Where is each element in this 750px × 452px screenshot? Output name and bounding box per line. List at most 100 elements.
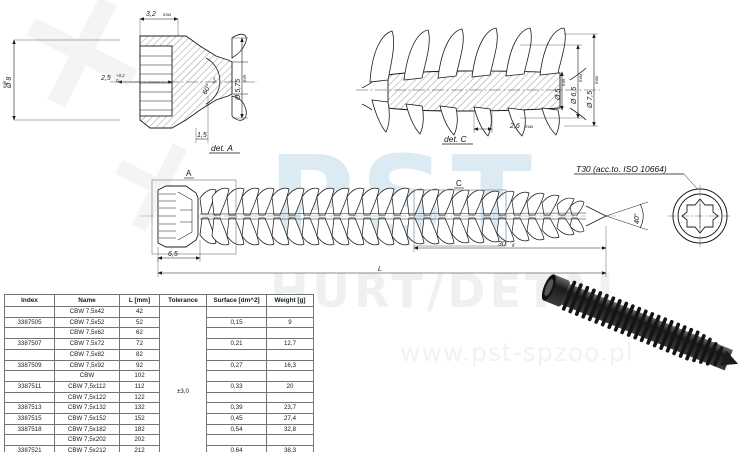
cell-surface: 0,27 (206, 359, 267, 372)
screw-photo (541, 274, 739, 371)
cell-index: 3387509 (4, 359, 55, 372)
cell-index: 3387515 (4, 413, 55, 425)
torx-drive-view: T30 (acc.to. ISO 10664) (574, 164, 732, 248)
cell-length: 132 (119, 402, 160, 415)
cell-weight (266, 370, 314, 382)
col-header-length: L [mm] (119, 294, 160, 307)
cell-index: 3387513 (4, 402, 55, 415)
cell-index (4, 306, 55, 318)
detail-c-caption: det. C (444, 134, 468, 144)
cell-weight: 27,4 (266, 413, 314, 425)
dim-cone-angle-tol: ±2° (210, 76, 218, 84)
dim-drive-depth: 2,5 (100, 75, 111, 82)
cell-index (4, 391, 55, 404)
dim-thread-length: 30 (498, 241, 506, 248)
dim-mid-diameter: Ø 6,5 (571, 87, 578, 105)
cell-weight: 23,7 (266, 402, 314, 415)
cell-length: 72 (119, 338, 160, 350)
cell-index: 3387507 (4, 338, 55, 350)
cell-weight: 20 (266, 380, 314, 393)
cell-surface (206, 370, 267, 382)
cell-surface: 0,39 (206, 402, 267, 415)
cell-surface: 0,64 (206, 445, 267, 452)
cell-name: CBW 7,5x132 (54, 402, 120, 415)
cell-length: 62 (119, 327, 160, 340)
cell-name: CBW 7,5x52 (54, 316, 120, 329)
cell-name: CBW 7,5x42 (54, 306, 120, 318)
cell-weight (266, 327, 314, 340)
cell-index: 3387518 (4, 423, 55, 436)
cell-weight: 16,3 (266, 359, 314, 372)
cell-index: 3387521 (4, 445, 55, 452)
cell-length: 102 (119, 370, 160, 382)
dim-head-diameter: Ø 8 (6, 77, 13, 89)
dim-thread-length-tol: g (512, 242, 515, 247)
dim-drive-depth-tol-up: +0,2 (116, 73, 125, 78)
cell-length: 182 (119, 423, 160, 436)
torx-note: T30 (acc.to. ISO 10664) (576, 164, 667, 174)
cell-surface: 0,21 (206, 338, 267, 350)
dim-head-length: 6,5 (168, 251, 178, 258)
specification-table: Index Name L [mm] Tolerance Surface [dm^… (4, 294, 314, 452)
specification-table-wrapper: Index Name L [mm] Tolerance Surface [dm^… (4, 294, 314, 452)
dim-thread-diameter: Ø 7,5 (587, 91, 594, 109)
cell-weight (266, 391, 314, 404)
cell-weight: 32,8 (266, 423, 314, 436)
cell-index (4, 348, 55, 361)
cell-name: CBW 7,5x182 (54, 423, 120, 436)
cell-surface: 0,45 (206, 413, 267, 425)
detail-a-caption: det. A (211, 143, 233, 153)
cell-name: CBW 7,5x202 (54, 434, 120, 447)
cell-length: 52 (119, 316, 160, 329)
marker-a-label: A (186, 169, 192, 178)
dim-thread-pitch-tol: max (525, 124, 534, 129)
dim-mid-diameter-tol: max (578, 73, 583, 82)
cell-length: 82 (119, 348, 160, 361)
cell-index (4, 370, 55, 382)
col-header-weight: Weight [g] (266, 294, 314, 307)
dim-point-angle: 40° (633, 213, 641, 224)
cell-surface (206, 327, 267, 340)
dim-drive-depth-tol-low: 0 (116, 78, 119, 83)
cell-surface: 0,15 (206, 316, 267, 329)
cell-name: CBW 7,5x92 (54, 359, 120, 372)
col-header-index: Index (4, 294, 55, 307)
cell-weight: 9 (266, 316, 314, 329)
col-header-surface: Surface [dm^2] (206, 294, 267, 307)
cell-surface: 0,33 (206, 380, 267, 393)
dim-head-diameter-tol: min (2, 80, 7, 88)
cell-length: 112 (119, 380, 160, 393)
dim-head-width: 3,2 (146, 11, 156, 18)
cell-name: CBW 7,5x122 (54, 391, 120, 404)
cell-name: CBW 7,5x82 (54, 348, 120, 361)
cell-name: CBW 7,5x152 (54, 413, 120, 425)
dim-core-diameter-tol: min (561, 78, 566, 86)
dim-countersink-diameter: Ø 5,75 (235, 79, 242, 101)
dim-core-diameter: Ø 5 (555, 89, 562, 101)
cell-weight: 38,3 (266, 445, 314, 452)
cell-length: 122 (119, 391, 160, 404)
dim-head-width-tol: max (163, 12, 172, 17)
cell-index (4, 327, 55, 340)
cell-weight (266, 434, 314, 447)
cell-weight: 12,7 (266, 338, 314, 350)
dim-thread-diameter-tol: max (594, 75, 599, 84)
cell-name: CBW 7,5x212 (54, 445, 120, 452)
